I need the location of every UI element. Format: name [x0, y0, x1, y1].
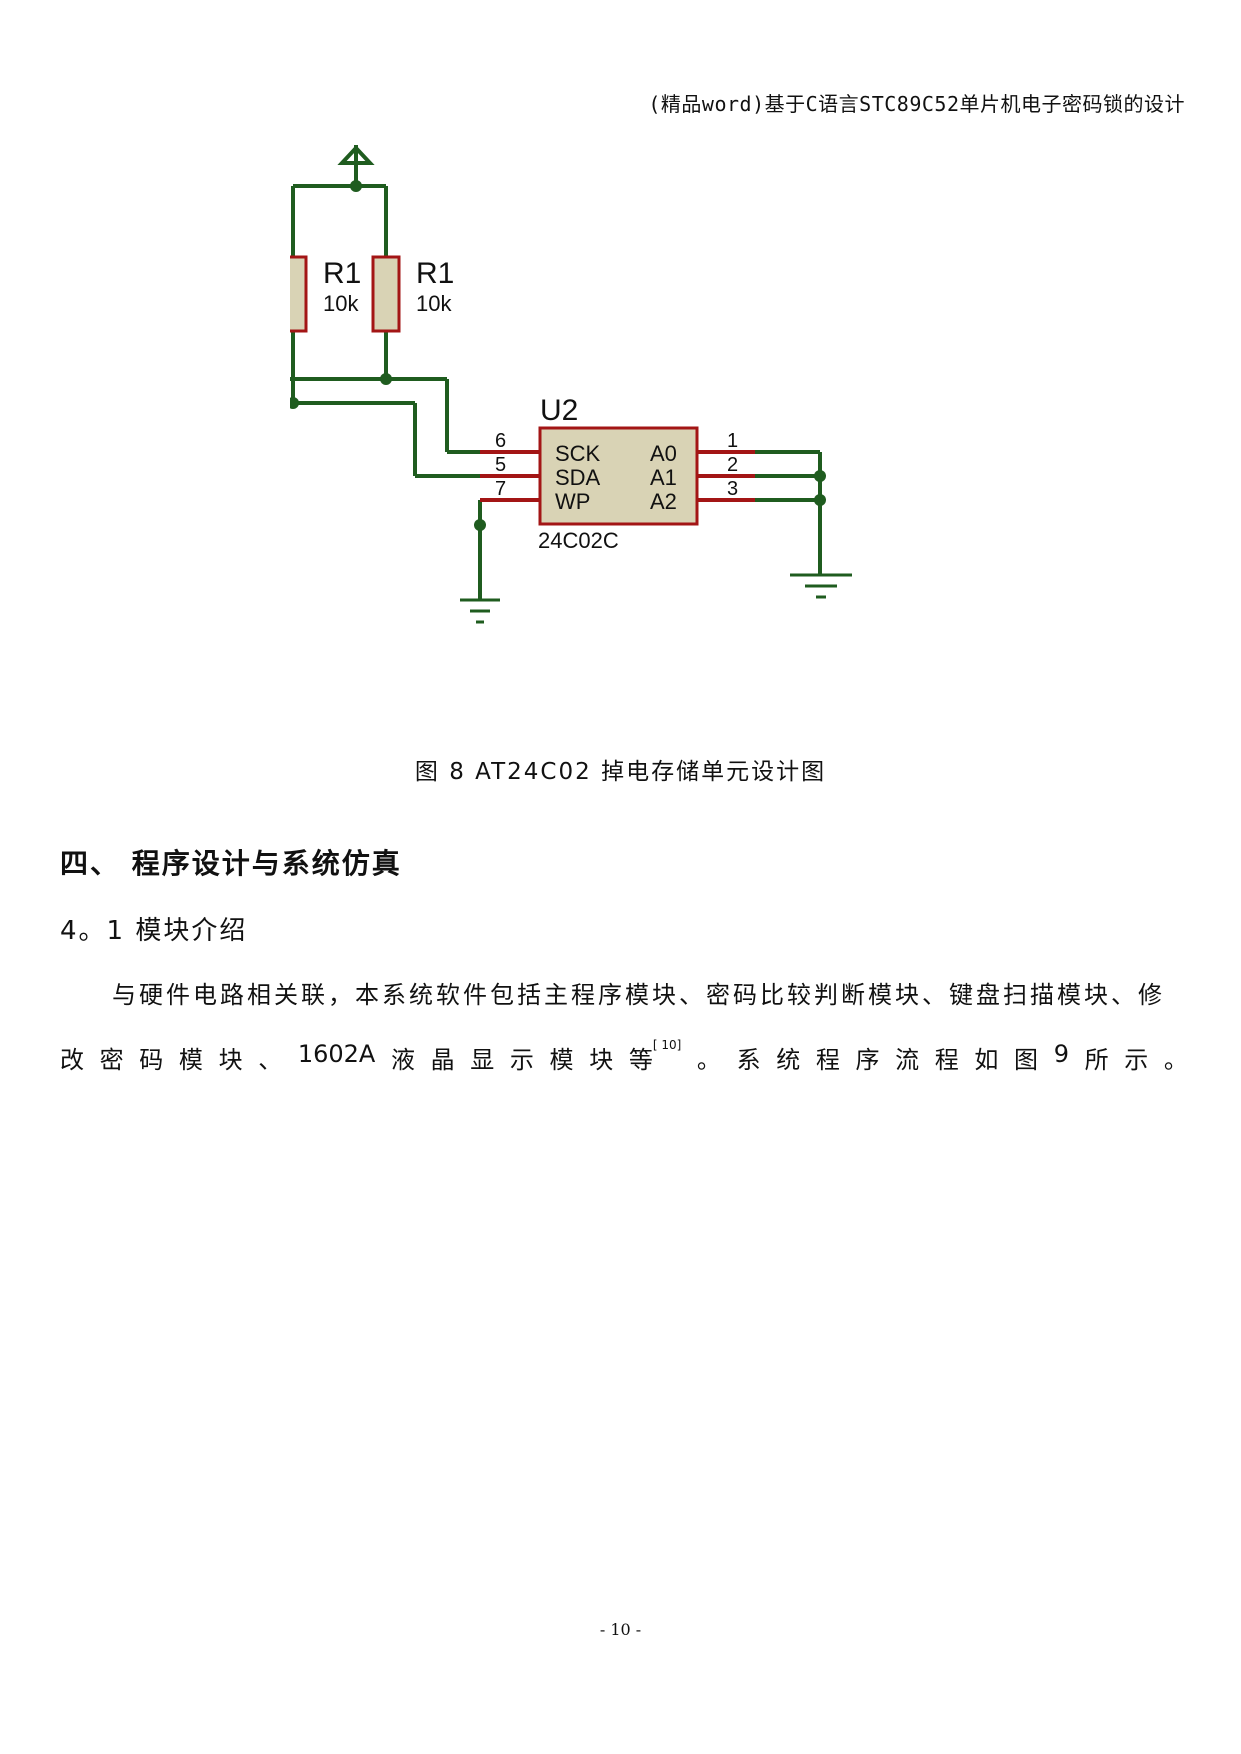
word: 9	[1053, 1040, 1069, 1068]
pin-name: A0	[650, 441, 677, 466]
word-with-ref: 等[ 10]	[628, 1038, 682, 1074]
word: 显	[470, 1046, 495, 1074]
word: 程	[934, 1046, 959, 1074]
word: 块	[218, 1046, 243, 1074]
word: 如	[974, 1046, 999, 1074]
word: 液	[390, 1046, 415, 1074]
word: 所	[1084, 1046, 1109, 1074]
page-number: - 10 -	[599, 1620, 642, 1639]
pin-number: 2	[727, 454, 738, 476]
word: 系	[736, 1046, 761, 1074]
circuit-figure: R1 10k R1 10k U2 24C02C 6 5 7 SCK SDA WP…	[270, 145, 970, 715]
pin-name: A2	[650, 489, 677, 514]
word: 示	[1124, 1046, 1149, 1074]
word: 程	[815, 1046, 840, 1074]
pin-number: 7	[495, 478, 506, 500]
paragraph-line-2: 改 密 码 模 块 、 1602A 液 晶 显 示 模 块 等[ 10] 。 系…	[60, 1038, 1188, 1075]
word: 图	[1014, 1046, 1039, 1074]
resistor-ref: R1	[416, 257, 454, 290]
word: 模	[178, 1046, 203, 1074]
figure-caption: 图 8 AT24C02 掉电存储单元设计图	[414, 759, 827, 785]
word: 块	[589, 1046, 614, 1074]
word: 。	[1163, 1046, 1188, 1074]
word: 改	[60, 1046, 84, 1074]
ic-part: 24C02C	[538, 528, 619, 553]
resistor-ref: R1	[323, 257, 361, 290]
paragraph-line-1: 与硬件电路相关联，本系统软件包括主程序模块、密码比较判断模块、键盘扫描模块、修	[112, 981, 1165, 1009]
schematic-diagram: R1 10k R1 10k U2 24C02C 6 5 7 SCK SDA WP…	[270, 145, 852, 624]
word: 统	[776, 1046, 801, 1074]
pin-number: 5	[495, 454, 506, 476]
pin-number: 1	[727, 430, 738, 452]
pin-number: 3	[727, 478, 738, 500]
resistor-r1-b	[371, 255, 401, 333]
ic-ref: U2	[540, 394, 578, 427]
pin-name: SCK	[555, 441, 601, 466]
word: 晶	[430, 1046, 455, 1074]
resistor-value: 10k	[416, 291, 452, 316]
resistor-value: 10k	[323, 291, 359, 316]
ic-u2-body	[538, 426, 699, 526]
word: 示	[509, 1046, 534, 1074]
resistor-r1-a	[278, 255, 308, 333]
word: 流	[895, 1046, 920, 1074]
word: 序	[855, 1046, 880, 1074]
word: 码	[139, 1046, 164, 1074]
section-title: 四、 程序设计与系统仿真	[60, 847, 402, 880]
word: 。	[696, 1046, 721, 1074]
word: 1602A	[297, 1040, 376, 1068]
page-header: (精品word)基于C语言STC89C52单片机电子密码锁的设计	[648, 92, 1185, 116]
pin-name: A1	[650, 465, 677, 490]
pin-name: WP	[555, 489, 590, 514]
citation-ref: [ 10]	[652, 1038, 682, 1052]
pin-name: SDA	[555, 465, 601, 490]
subsection-title: 4。1 模块介绍	[60, 916, 248, 946]
pin-number: 6	[495, 430, 506, 452]
word: 、	[258, 1046, 283, 1074]
word: 模	[549, 1046, 574, 1074]
word: 密	[99, 1046, 124, 1074]
